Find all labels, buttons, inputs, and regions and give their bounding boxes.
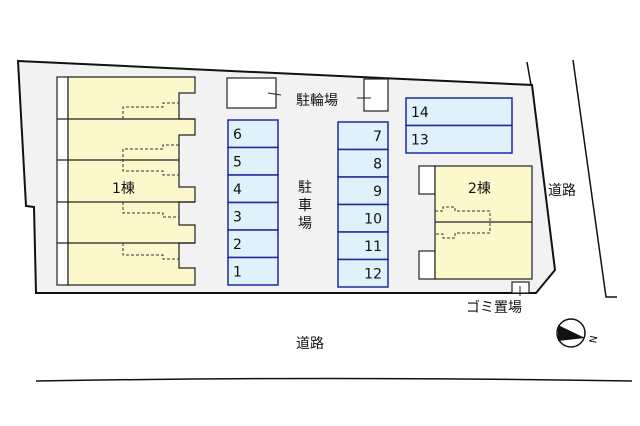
- building-1: 1棟: [56, 76, 196, 286]
- parking-space-number: 9: [373, 184, 382, 200]
- road-label-bottom: 道路: [296, 336, 324, 352]
- parking-space-number: 11: [364, 239, 382, 255]
- building-2: 2棟: [418, 165, 533, 280]
- parking-space: [337, 231, 389, 261]
- parking-space: [227, 256, 279, 286]
- road-edge: [526, 61, 532, 86]
- compass-icon: N: [556, 318, 600, 348]
- parking-label-2: 車: [298, 197, 312, 214]
- parking-space: [227, 229, 279, 259]
- parking-space: [337, 121, 389, 151]
- building-2-label: 2棟: [468, 181, 491, 197]
- parking-space-number: 3: [233, 209, 242, 225]
- parking-space: [227, 174, 279, 204]
- parking-block-middle: 7 8 9 10 11 12: [337, 121, 389, 288]
- bike-parking-label: 駐輪場: [296, 92, 338, 109]
- parking-space: [337, 176, 389, 206]
- parking-space: [337, 148, 389, 178]
- garbage-label: ゴミ置場: [466, 299, 522, 316]
- parking-space-number: 5: [233, 154, 242, 170]
- parking-space: [227, 119, 279, 149]
- parking-space: [227, 146, 279, 176]
- parking-space-number: 2: [233, 237, 242, 253]
- parking-space-number: 7: [373, 129, 382, 145]
- parking-block-left: 6 5 4 3 2 1: [227, 119, 279, 286]
- stair-outlines: [122, 102, 179, 260]
- parking-space-number: 8: [373, 156, 382, 172]
- unit-dividers: [57, 118, 195, 244]
- road-edge: [35, 377, 633, 382]
- parking-space-number: 1: [233, 264, 242, 280]
- building-1-label: 1棟: [112, 181, 135, 197]
- parking-space: [337, 203, 389, 233]
- parking-space-number: 13: [411, 132, 429, 148]
- bike-parking-box: [226, 77, 277, 109]
- parking-space-number: 6: [233, 127, 242, 143]
- road-label-right: 道路: [548, 183, 576, 199]
- parking-space-number: 10: [364, 211, 382, 227]
- pointer-line: [267, 92, 282, 96]
- parking-space: [405, 124, 513, 154]
- parking-space-number: 4: [233, 182, 242, 198]
- stair-outline: [435, 206, 491, 239]
- parking-space: [405, 97, 513, 127]
- north-label: N: [588, 335, 600, 344]
- road-edge: [572, 59, 617, 298]
- building-1-strip: [56, 76, 69, 286]
- parking-label-1: 駐: [298, 180, 312, 196]
- parking-space-number: 12: [364, 266, 382, 282]
- building-2-entry: [418, 165, 436, 195]
- parking-label-3: 場: [298, 216, 312, 232]
- parking-space: [227, 201, 279, 231]
- bike-parking-box: [363, 78, 389, 112]
- parking-block-right: 14 13: [405, 97, 513, 154]
- building-2-entry: [418, 250, 436, 280]
- parking-space-number: 14: [411, 105, 429, 121]
- parking-space: [337, 258, 389, 288]
